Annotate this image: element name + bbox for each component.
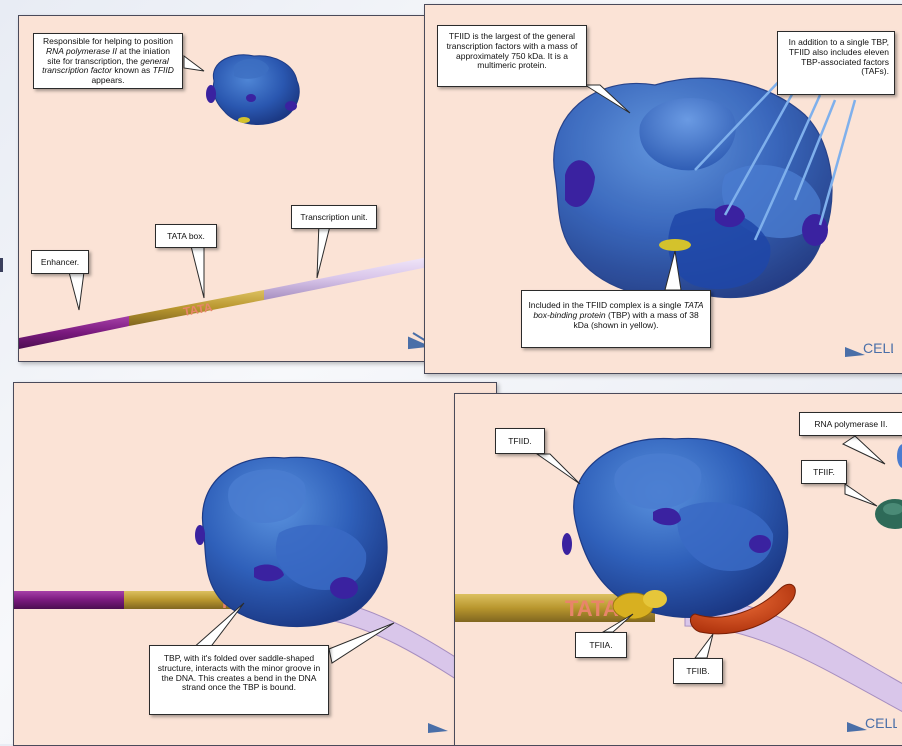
tfiid-complex-small <box>206 55 299 125</box>
label-tata-box: TATA box. <box>155 224 217 248</box>
panel-tfiid-structure: TFIID is the largest of the general tran… <box>424 4 902 374</box>
dna-enhancer-segment <box>14 591 124 609</box>
tfiif-protein <box>875 499 902 529</box>
callout-tafs: In addition to a single TBP, TFIID also … <box>777 31 895 95</box>
callout-emphasis: RNA polymerase II <box>46 46 117 56</box>
background-accent <box>0 258 3 272</box>
cell-logo-text: CELL <box>865 715 897 731</box>
label-transcription-unit: Transcription unit. <box>291 205 377 229</box>
tfiid-complex <box>562 438 788 617</box>
dna-enhancer-segment <box>19 316 129 349</box>
dna-transcription-segment <box>264 256 433 300</box>
dna-tata-text: TATA <box>565 596 619 621</box>
callout-text: Responsible for helping to position <box>43 36 173 46</box>
panel-gtf-assembly: TATA TFIID. RNA polymerase II. TFIIF. TF… <box>454 393 902 746</box>
callout-tfiid-role: Responsible for helping to position RNA … <box>33 33 183 89</box>
callout-tfiid-mass: TFIID is the largest of the general tran… <box>437 25 587 87</box>
rna-polymerase-ii-edge <box>897 444 902 468</box>
label-rna-polymerase-ii: RNA polymerase II. <box>799 412 902 436</box>
label-enhancer: Enhancer. <box>31 250 89 274</box>
cell-logo-text: CELL <box>863 340 893 356</box>
cell-logo: CELL <box>843 337 893 361</box>
label-tfiid: TFIID. <box>495 428 545 454</box>
tfiid-complex-large <box>554 78 832 298</box>
label-tfiif: TFIIF. <box>801 460 847 484</box>
callout-emphasis: TFIID <box>153 65 174 75</box>
callout-dna-bend: TBP, with it's folded over saddle-shaped… <box>149 645 329 715</box>
label-tfiia: TFIIA. <box>575 632 627 658</box>
callout-text: Included in the TFIID complex is a singl… <box>528 300 683 310</box>
panel-tfiid-appears: TATA Responsible for helping to position… <box>18 15 434 362</box>
cell-logo: CELL <box>845 712 897 736</box>
tfiid-bound-complex <box>195 457 387 626</box>
callout-text: known as <box>112 65 153 75</box>
panel-tbp-binding: TATA TBP, with it's folded over saddle-s… <box>13 382 497 746</box>
callout-tbp: Included in the TFIID complex is a singl… <box>521 290 711 348</box>
callout-text: appears. <box>91 75 124 85</box>
label-tfiib: TFIIB. <box>673 658 723 684</box>
dna-tata-text: TATA <box>182 300 214 319</box>
